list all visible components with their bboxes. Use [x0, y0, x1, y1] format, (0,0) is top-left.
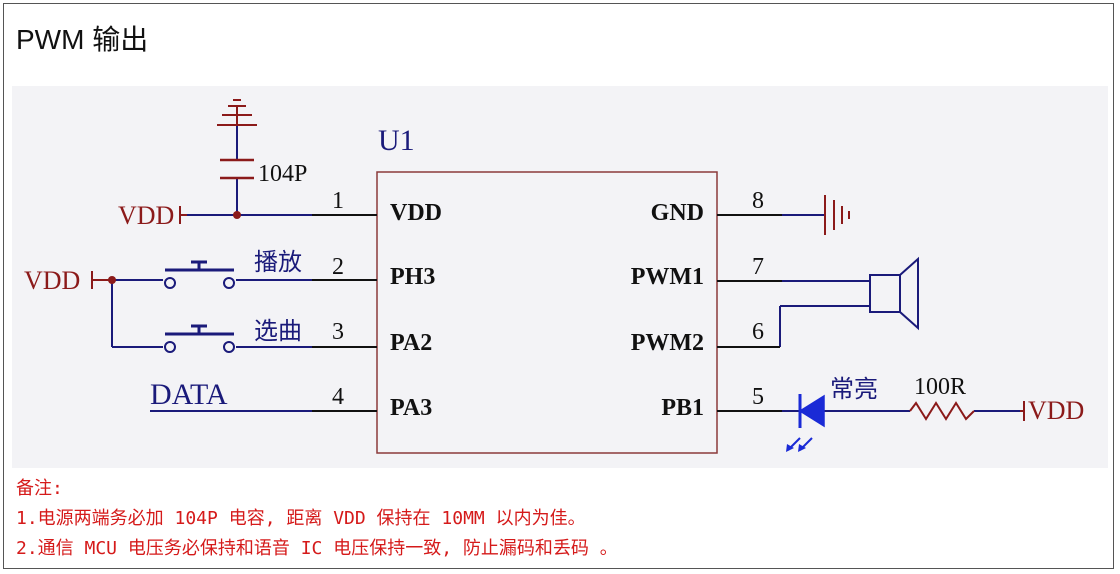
pin-number-8: 8: [752, 188, 764, 214]
capacitor-icon: [220, 158, 254, 180]
pin-name-pb1: PB1: [661, 395, 704, 421]
led-icon: [786, 394, 825, 452]
vdd-port-right: [1020, 401, 1025, 421]
notes-block: 备注: 1.电源两端务必加 104P 电容, 距离 VDD 保持在 10MM 以…: [16, 474, 618, 564]
pin-name-pa3: PA3: [390, 395, 432, 421]
led-label: 常亮: [830, 375, 878, 403]
pin-number-5: 5: [752, 384, 764, 410]
left-pin-stubs: [312, 214, 377, 412]
button-select-label: 选曲: [254, 317, 302, 345]
pin-name-pwm1: PWM1: [631, 264, 704, 290]
page-title: PWM 输出: [16, 24, 149, 55]
ground-icon-top: [217, 99, 257, 126]
chip-ref: U1: [378, 124, 415, 157]
pin-number-2: 2: [332, 254, 344, 280]
button-play-label: 播放: [254, 248, 302, 276]
right-pin-stubs: [717, 214, 782, 412]
vdd-label-top-left: VDD: [118, 201, 174, 230]
pin-name-ph3: PH3: [390, 264, 435, 290]
pin-number-1: 1: [332, 188, 344, 214]
resistor-value: 100R: [914, 374, 966, 400]
vdd-port-top-left: [179, 206, 187, 224]
push-button-select-icon: [164, 324, 235, 353]
data-net-label: DATA: [150, 378, 228, 411]
junction-dot-cap: [233, 211, 241, 219]
pin-number-6: 6: [752, 319, 764, 345]
pin-name-gnd: GND: [651, 200, 704, 226]
note-item-1: 1.电源两端务必加 104P 电容, 距离 VDD 保持在 10MM 以内为佳。: [16, 508, 586, 529]
ground-icon-right: [824, 195, 850, 235]
pin-name-pa2: PA2: [390, 330, 432, 356]
pin-number-4: 4: [332, 384, 344, 410]
vdd-label-mid-left: VDD: [24, 266, 80, 295]
pin-name-pwm2: PWM2: [631, 330, 704, 356]
pin-number-7: 7: [752, 254, 764, 280]
vdd-port-mid-left: [91, 271, 112, 289]
note-item-2: 2.通信 MCU 电压务必保持和语音 IC 电压保持一致, 防止漏码和丢码 。: [16, 538, 618, 559]
speaker-icon: [869, 256, 919, 331]
notes-heading: 备注:: [16, 478, 63, 499]
schematic-background: [12, 86, 1108, 468]
chip-body: [376, 171, 718, 454]
resistor-icon: [909, 401, 975, 421]
capacitor-value: 104P: [258, 161, 307, 187]
pin-number-3: 3: [332, 319, 344, 345]
vdd-label-right: VDD: [1028, 396, 1084, 425]
pin-name-vdd: VDD: [390, 200, 442, 226]
push-button-play-icon: [164, 260, 235, 289]
